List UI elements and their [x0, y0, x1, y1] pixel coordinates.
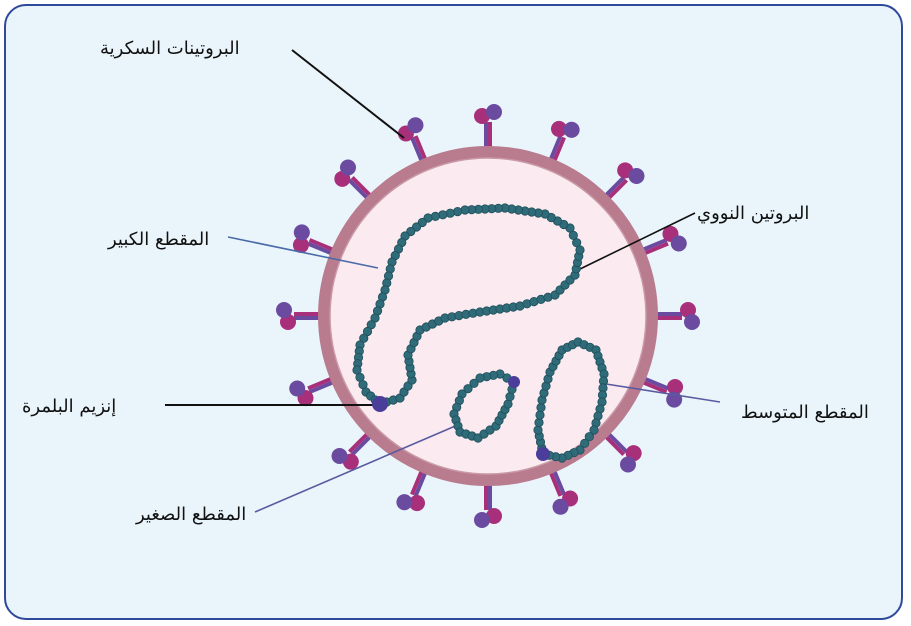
spike-head — [276, 302, 292, 318]
rna-bead — [453, 207, 461, 215]
spike-head — [394, 492, 415, 513]
rna-bead — [534, 426, 542, 434]
rna-bead — [439, 211, 447, 219]
rna-bead — [461, 206, 469, 214]
rna-bead — [446, 209, 454, 217]
label-nucleoprotein: البروتين النووي — [697, 203, 809, 225]
label-large-segment: المقطع الكبير — [108, 229, 209, 251]
label-medium-segment: المقطع المتوسط — [741, 402, 869, 424]
polymerase-dot-large — [372, 396, 388, 412]
polymerase-dot-medium — [536, 447, 550, 461]
spike-head — [291, 222, 312, 243]
rna-bead — [536, 411, 544, 419]
rna-bead — [431, 212, 439, 220]
spike-head — [474, 512, 490, 528]
spike-head — [684, 314, 700, 330]
spike-head — [664, 389, 685, 410]
polymerase-dot-small — [508, 376, 520, 388]
label-glycoproteins: البروتينات السكرية — [100, 38, 240, 60]
label-polymerase: إنزيم البلمرة — [22, 396, 116, 418]
rna-bead — [537, 403, 545, 411]
spike-head — [486, 104, 502, 120]
leader-glycoproteins — [292, 50, 404, 138]
label-small-segment: المقطع الصغير — [136, 504, 246, 526]
rna-bead — [535, 418, 543, 426]
spike-head — [561, 119, 582, 140]
